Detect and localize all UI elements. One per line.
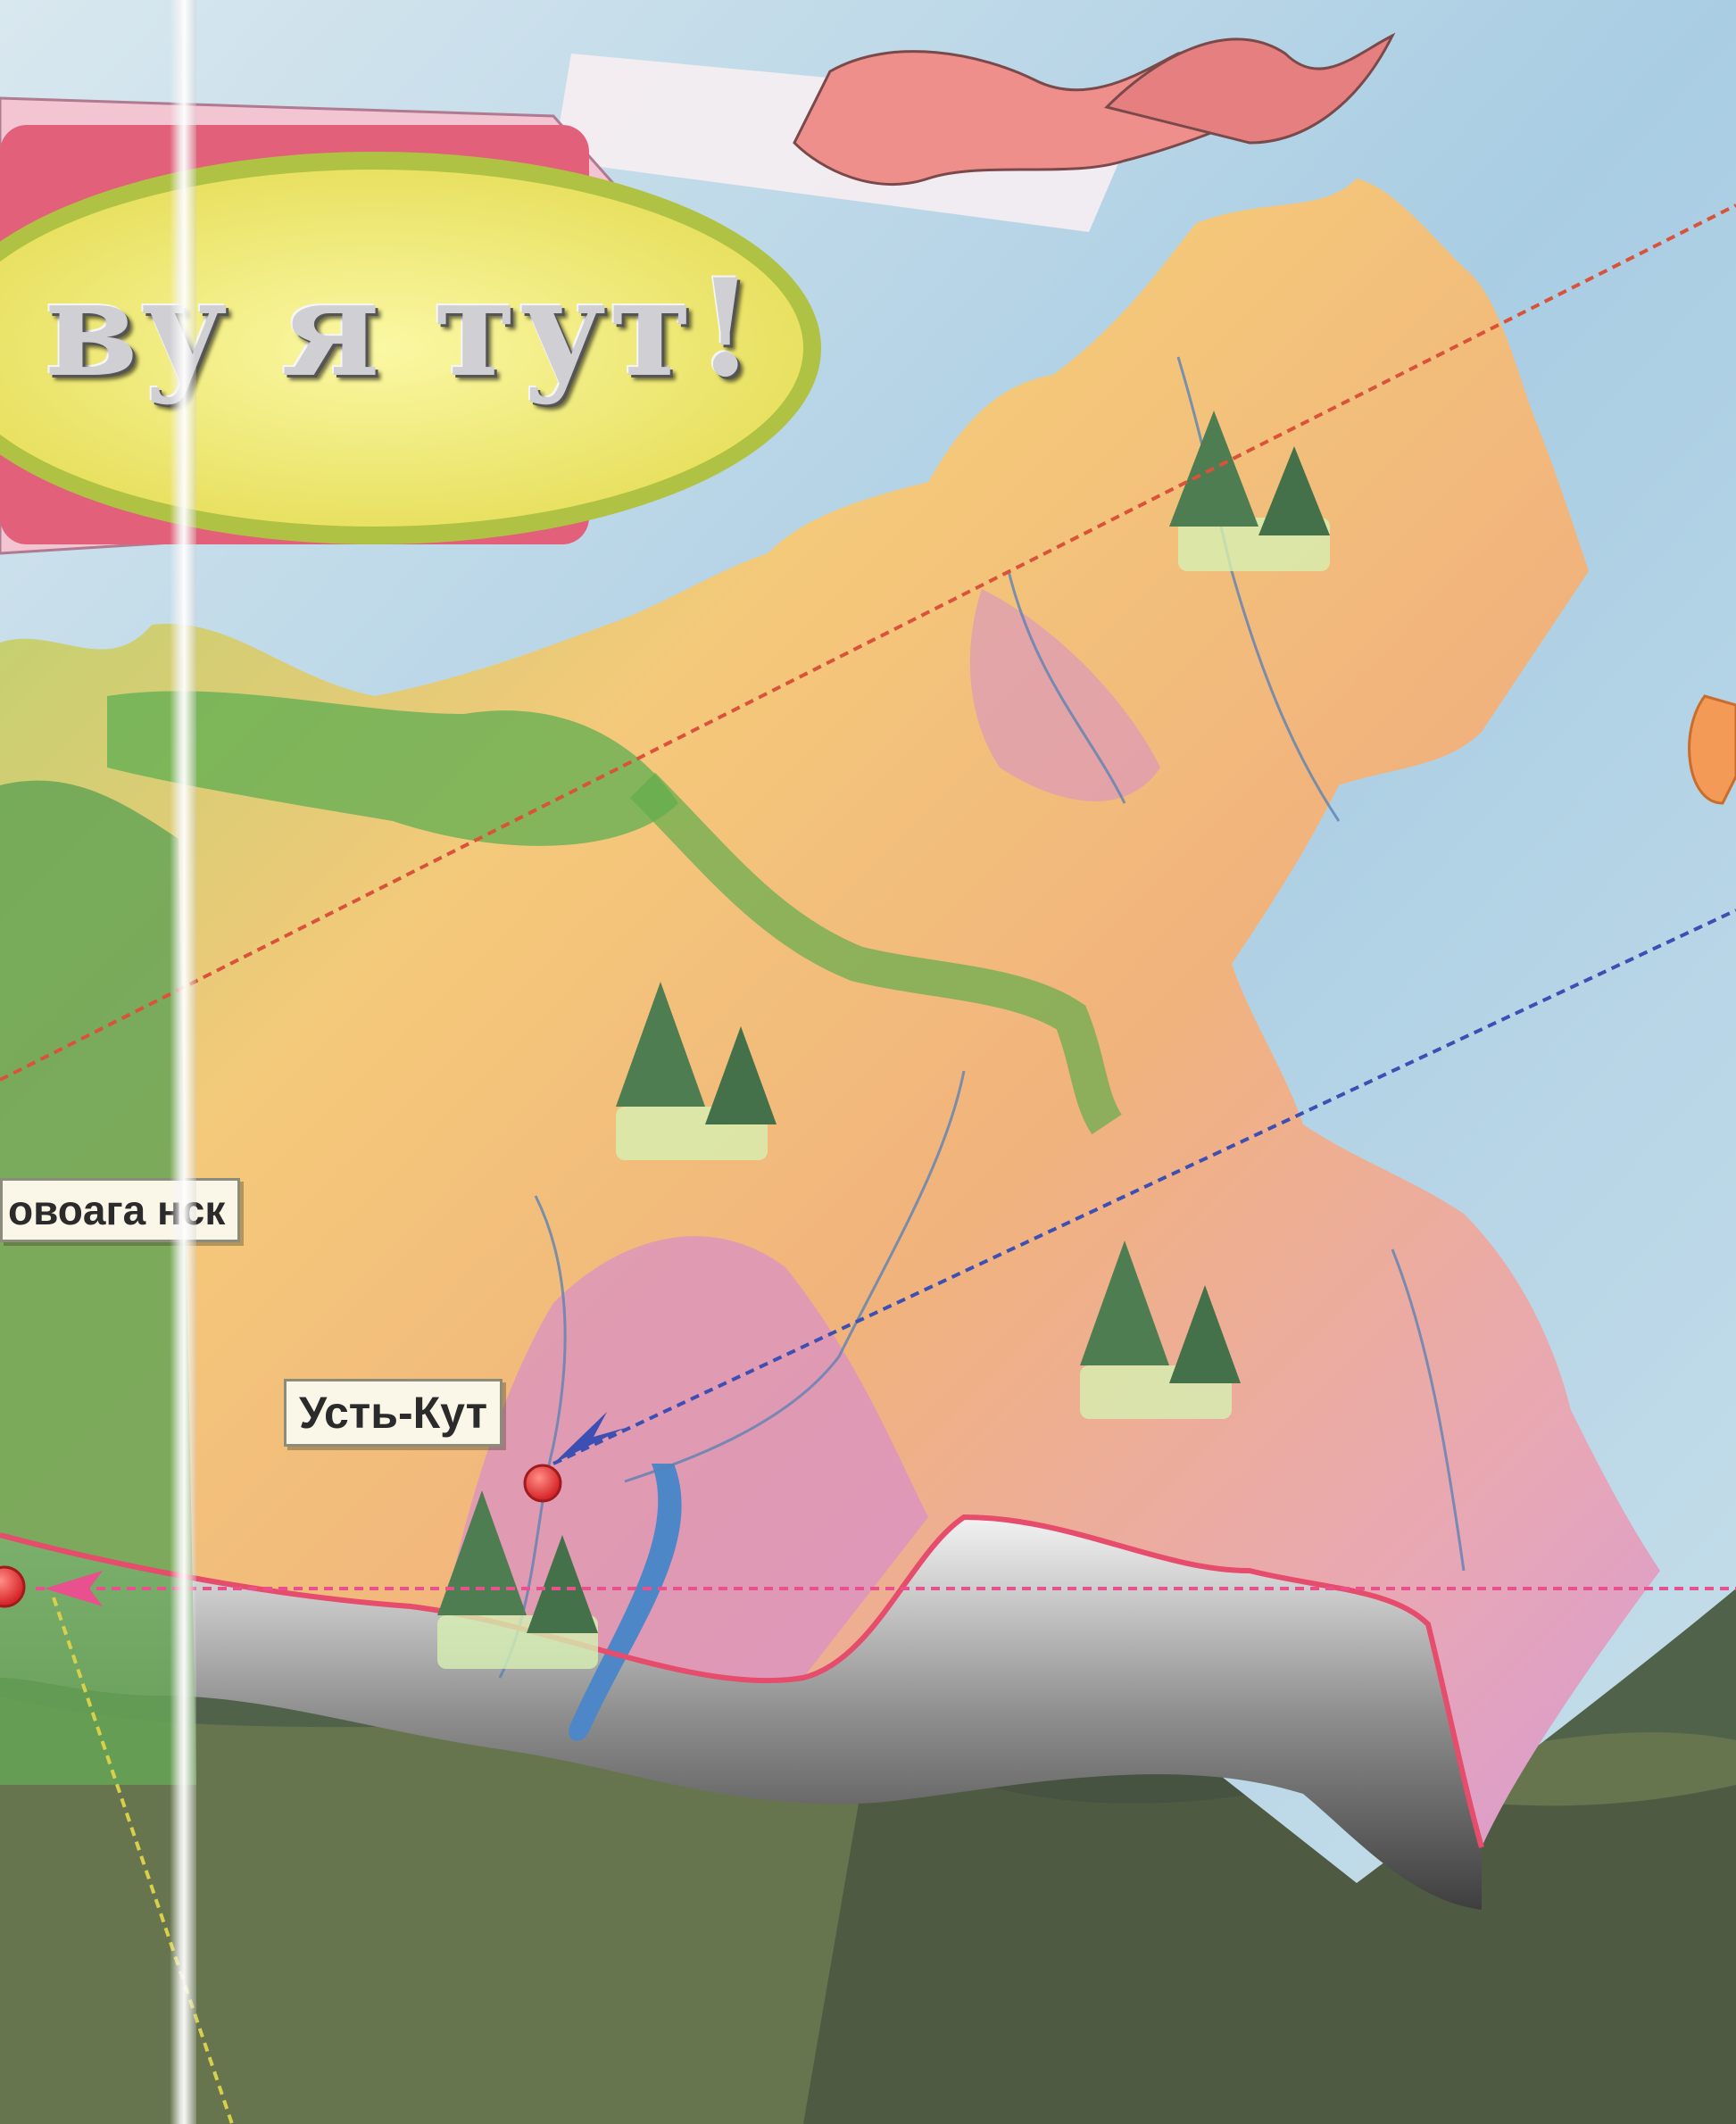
arrow-head-icon (553, 1412, 625, 1464)
routes (0, 203, 1736, 2124)
title-ribbon (0, 32, 1396, 555)
lake-baikal (569, 1464, 682, 1741)
tree-cluster-icon (616, 982, 777, 1160)
tree-cluster-icon (437, 1490, 598, 1669)
city-label-ust-kut: Усть-Кут (284, 1379, 503, 1447)
city-marker-icon (523, 1464, 562, 1503)
banner-title: ву я тут! (45, 250, 759, 407)
rivers (498, 356, 1466, 1679)
city-label-novoagansk: овоага нск (0, 1178, 241, 1242)
map-relief-rim (0, 1517, 1482, 1910)
border-line (0, 1514, 1484, 1848)
page-fold (170, 0, 196, 2124)
tree-cluster-icon (1080, 1240, 1241, 1419)
arrow-head-icon (45, 1571, 103, 1606)
city-marker-icon (0, 1565, 26, 1608)
